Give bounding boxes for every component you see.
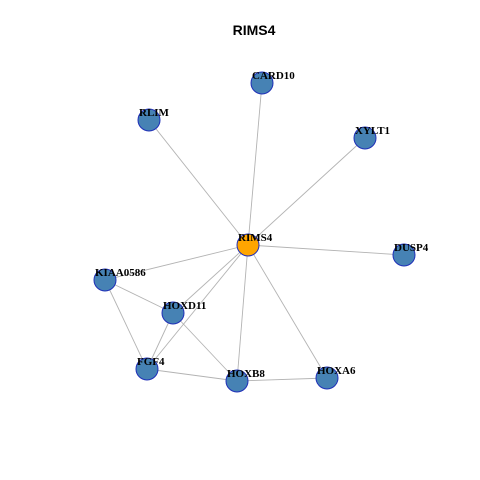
node-fgf4[interactable] — [135, 357, 159, 381]
node-label-xylt1: XYLT1 — [355, 125, 390, 137]
node-layer — [93, 71, 416, 393]
node-rlim[interactable] — [137, 108, 161, 132]
node-label-rlim: RLIM — [139, 107, 170, 119]
node-label-hoxd11: HOXD11 — [163, 300, 206, 312]
edge-fgf4-hoxb8 — [146, 368, 238, 382]
edge-rims4-kiaa0586 — [104, 244, 249, 281]
edge-hoxd11-hoxb8 — [172, 312, 238, 382]
node-label-card10: CARD10 — [252, 70, 295, 82]
edge-rims4-xylt1 — [247, 137, 366, 246]
edge-rims4-fgf4 — [146, 244, 249, 370]
node-card10[interactable] — [250, 71, 274, 95]
edge-rims4-hoxb8 — [236, 244, 249, 382]
edge-rims4-rlim — [148, 119, 249, 246]
edge-rims4-dusp4 — [247, 244, 405, 256]
node-dusp4[interactable] — [392, 243, 416, 267]
node-label-hoxa6: HOXA6 — [317, 365, 356, 377]
edge-kiaa0586-fgf4 — [104, 279, 148, 370]
node-hoxd11[interactable] — [161, 301, 185, 325]
node-xylt1[interactable] — [353, 126, 377, 150]
node-kiaa0586[interactable] — [93, 268, 117, 292]
node-rims4[interactable] — [236, 233, 260, 257]
graph-title: RIMS4 — [233, 22, 276, 38]
node-label-rims4: RIMS4 — [238, 232, 273, 244]
node-label-dusp4: DUSP4 — [394, 242, 429, 254]
edge-hoxb8-hoxa6 — [236, 377, 328, 382]
node-hoxb8[interactable] — [225, 369, 249, 393]
edge-rims4-hoxd11 — [172, 244, 249, 314]
node-hoxa6[interactable] — [315, 366, 339, 390]
node-label-fgf4: FGF4 — [137, 356, 165, 368]
edge-rims4-hoxa6 — [247, 244, 328, 379]
node-label-kiaa0586: KIAA0586 — [95, 267, 146, 279]
edge-kiaa0586-hoxd11 — [104, 279, 174, 314]
edge-rims4-card10 — [247, 82, 263, 246]
node-label-hoxb8: HOXB8 — [227, 368, 265, 380]
